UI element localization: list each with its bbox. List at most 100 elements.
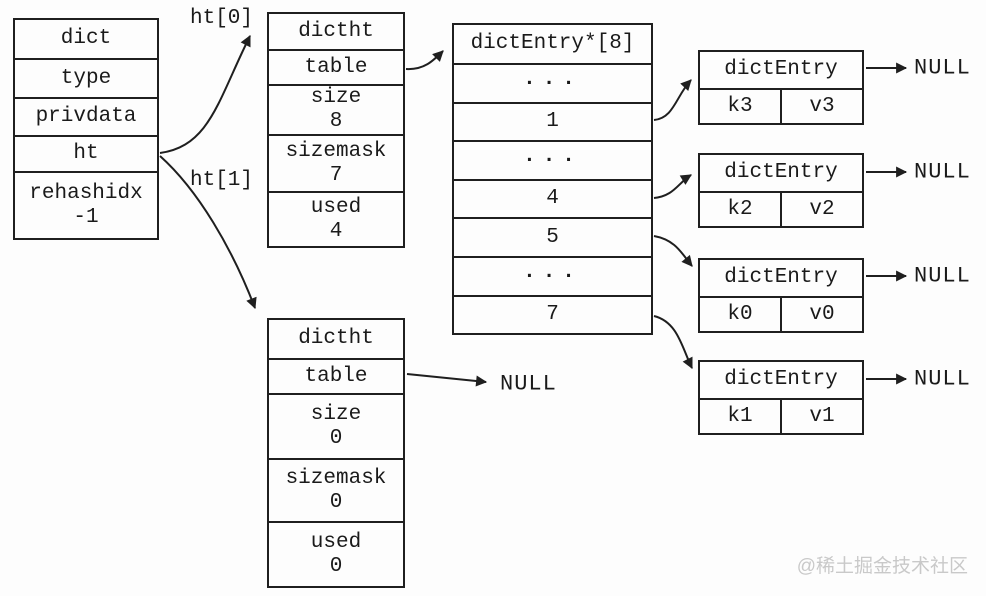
field-value: 0 <box>329 426 343 450</box>
null-label: NULL <box>500 371 557 397</box>
entry-value-cell: v2 <box>780 193 862 226</box>
dict-field-row: privdata <box>15 97 157 135</box>
bucket-array-header: dictEntry*[8] <box>454 25 651 63</box>
hashtable-field-row: sizemask 7 <box>269 134 403 191</box>
hashtable-field-row: sizemask 0 <box>269 458 403 521</box>
field-label: ht <box>73 142 99 165</box>
bucket-slot-label: ... <box>523 67 582 91</box>
dict-field-row: ht <box>15 135 157 171</box>
field-value: 4 <box>329 219 343 243</box>
dict-entry-box: dictEntry k0 v0 <box>698 258 864 333</box>
null-label: NULL <box>914 159 971 185</box>
hashtable0-box: dictht table size 8 sizemask 7 used 4 <box>267 12 405 248</box>
field-label: sizemask <box>285 139 387 163</box>
entry-value-cell: v3 <box>780 90 862 123</box>
dict-struct-box: dict type privdata ht rehashidx -1 <box>13 18 159 240</box>
hashtable-field-row: table <box>269 358 403 393</box>
dict-entry-box: dictEntry k1 v1 <box>698 360 864 435</box>
bucket-slot: 5 <box>454 217 651 256</box>
watermark: @稀土掘金技术社区 <box>796 556 968 577</box>
hashtable-field-row: size 8 <box>269 84 403 134</box>
dict-entry-kv-row: k3 v3 <box>700 88 862 123</box>
field-label: size <box>310 402 362 426</box>
field-label: privdata <box>35 105 137 128</box>
dict-entry-title: dictEntry <box>700 155 862 191</box>
dict-field-row: rehashidx -1 <box>15 171 157 238</box>
entry-key-cell: k3 <box>700 90 780 123</box>
dict-entry-title-label: dictEntry <box>724 58 838 81</box>
field-value: -1 <box>73 205 99 229</box>
field-label: dict <box>60 27 112 50</box>
entry-key: k1 <box>727 404 753 428</box>
field-label: table <box>304 55 368 79</box>
field-value: 7 <box>329 163 343 187</box>
dict-entry-kv-row: k2 v2 <box>700 191 862 226</box>
entry-value: v3 <box>809 94 835 118</box>
arrow-slot5-to-entry-k0 <box>653 235 693 267</box>
field-label: rehashidx <box>29 181 143 205</box>
entry-value: v0 <box>809 302 835 326</box>
entry-value: v2 <box>809 197 835 221</box>
bucket-slot-label: ... <box>523 144 582 168</box>
entry-key-cell: k1 <box>700 400 780 433</box>
bucket-slot: ... <box>454 140 651 179</box>
bucket-array-box: dictEntry*[8] ... 1 ... 4 5 ... 7 <box>452 23 653 335</box>
dict-field-row: type <box>15 58 157 97</box>
field-label: used <box>310 530 362 554</box>
dict-entry-title-label: dictEntry <box>724 266 838 289</box>
arrow-slot7-to-entry-k1 <box>653 315 693 369</box>
ht1-pointer-label: ht[1] <box>190 169 254 192</box>
hashtable-field-row: used 0 <box>269 521 403 586</box>
entry-key: k2 <box>727 197 753 221</box>
arrow-slot1-to-entry-k3 <box>653 79 692 121</box>
bucket-slot: 1 <box>454 102 651 140</box>
bucket-slot-label: 4 <box>546 187 559 210</box>
dict-entry-title: dictEntry <box>700 52 862 88</box>
dict-entry-title: dictEntry <box>700 260 862 296</box>
field-value: 8 <box>329 110 343 133</box>
hashtable-field-row: table <box>269 49 403 84</box>
dict-entry-title-label: dictEntry <box>724 161 838 184</box>
field-value: 0 <box>329 554 343 578</box>
null-label: NULL <box>914 263 971 289</box>
arrow-table0-to-array <box>405 50 444 71</box>
entry-key: k3 <box>727 94 753 118</box>
entry-value-cell: v0 <box>780 298 862 331</box>
bucket-slot-label: 1 <box>546 110 559 133</box>
arrow-slot4-to-entry-k2 <box>653 174 692 199</box>
dict-entry-box: dictEntry k3 v3 <box>698 50 864 125</box>
bucket-slot: ... <box>454 63 651 102</box>
entry-value-cell: v1 <box>780 400 862 433</box>
entry-value: v1 <box>809 404 835 428</box>
field-label: table <box>304 364 368 388</box>
arrow-table1-to-null <box>406 373 488 387</box>
hashtable1-box: dictht table size 0 sizemask 0 used 0 <box>267 318 405 588</box>
field-label: sizemask <box>285 466 387 490</box>
ht0-pointer-label: ht[0] <box>190 7 254 30</box>
bucket-slot-label: ... <box>523 260 582 284</box>
hashtable-field-row: size 0 <box>269 393 403 458</box>
hashtable-field-row: dictht <box>269 320 403 358</box>
dict-entry-kv-row: k0 v0 <box>700 296 862 331</box>
field-label: dictht <box>298 327 374 350</box>
dict-field-row: dict <box>15 20 157 58</box>
null-label: NULL <box>914 55 971 81</box>
field-value: 0 <box>329 490 343 514</box>
bucket-slot: 4 <box>454 179 651 217</box>
field-label: size <box>310 86 362 109</box>
entry-key-cell: k2 <box>700 193 780 226</box>
dict-entry-box: dictEntry k2 v2 <box>698 153 864 228</box>
dict-entry-title: dictEntry <box>700 362 862 398</box>
entry-key: k0 <box>727 302 753 326</box>
bucket-slot-label: 7 <box>546 303 559 326</box>
bucket-array-header-label: dictEntry*[8] <box>470 32 635 55</box>
dict-entry-title-label: dictEntry <box>724 368 838 391</box>
null-label: NULL <box>914 366 971 392</box>
arrow-ht0-to-hashtable0 <box>159 35 251 154</box>
hashtable-field-row: used 4 <box>269 191 403 246</box>
field-label: type <box>60 66 112 90</box>
bucket-slot-label: 5 <box>546 225 559 249</box>
field-label: dictht <box>298 19 374 43</box>
entry-key-cell: k0 <box>700 298 780 331</box>
